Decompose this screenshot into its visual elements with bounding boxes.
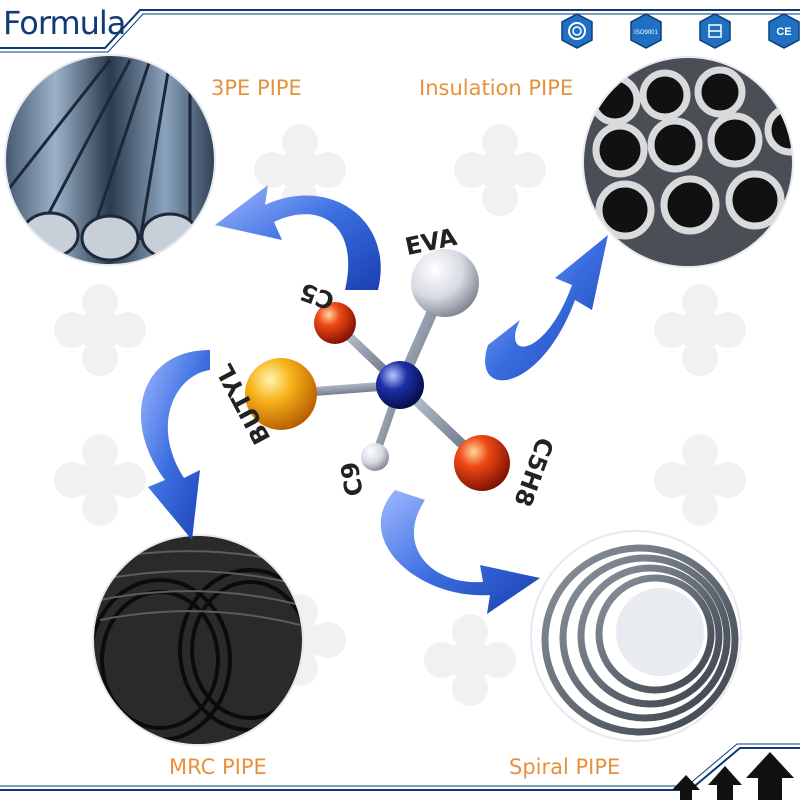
certificate-badge-icon bbox=[699, 13, 731, 49]
footer-frame bbox=[0, 743, 800, 791]
arrow-to-mrc-pipe bbox=[140, 350, 210, 540]
ce-label: CE bbox=[776, 26, 791, 38]
spiral-pipe-photo bbox=[531, 531, 741, 741]
c9-atom bbox=[361, 443, 389, 471]
insulation-pipe-label: Insulation PIPE bbox=[419, 76, 574, 100]
3pe-pipe-photo bbox=[5, 55, 215, 265]
mrc-pipe-photo bbox=[93, 535, 303, 745]
ce-certificate-icon: CE bbox=[768, 13, 800, 49]
arrow-to-spiral-pipe bbox=[380, 490, 540, 614]
ccc-certificate-icon bbox=[561, 13, 593, 49]
c9-label: C9 bbox=[335, 459, 369, 499]
arrow-to-insulation-pipe bbox=[485, 235, 608, 381]
c5-atom bbox=[314, 302, 356, 344]
butyl-atom bbox=[245, 358, 317, 430]
c5h8-atom bbox=[454, 435, 510, 491]
arrow-to-3pe-pipe bbox=[215, 185, 381, 290]
iso9001-label: ISO9001 bbox=[634, 30, 658, 36]
carbon-center-atom bbox=[376, 361, 424, 409]
3pe-pipe-label: 3PE PIPE bbox=[211, 76, 302, 100]
iso9001-certificate-icon: ISO9001 bbox=[630, 13, 662, 49]
header-frame bbox=[0, 9, 800, 53]
eva-atom bbox=[411, 249, 479, 317]
spiral-pipe-label: Spiral PIPE bbox=[509, 755, 621, 779]
page-title: Formula bbox=[3, 4, 126, 42]
footer-up-arrows-icon bbox=[672, 752, 794, 800]
insulation-pipe-photo bbox=[583, 57, 793, 267]
mrc-pipe-label: MRC PIPE bbox=[169, 755, 267, 779]
